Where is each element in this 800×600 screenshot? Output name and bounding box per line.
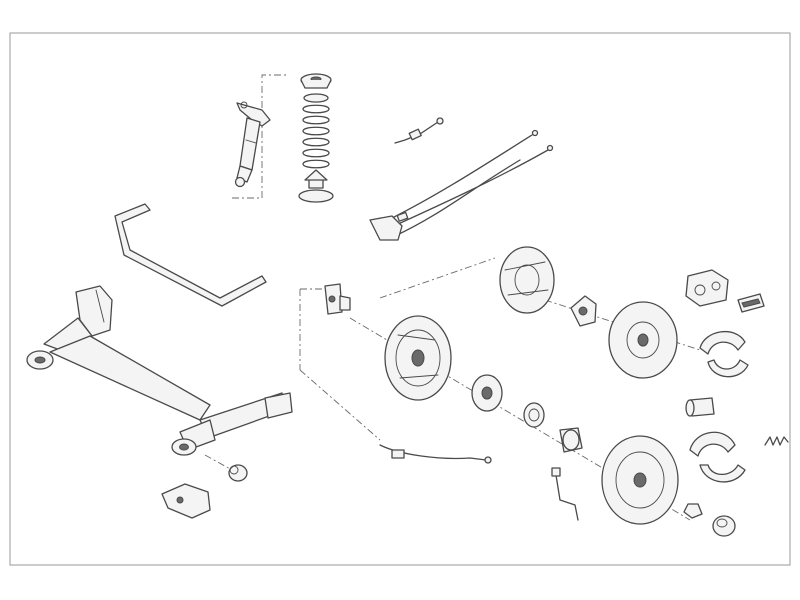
brake-pipe xyxy=(551,467,579,521)
axle-bushing xyxy=(228,464,248,482)
diagram-frame xyxy=(9,32,791,566)
rear-axle-beam xyxy=(26,285,293,456)
grease-cap xyxy=(712,515,736,537)
wheel-cylinder xyxy=(685,397,715,417)
brake-drum xyxy=(601,435,679,525)
coil-spring-assembly xyxy=(298,73,334,203)
abs-ring xyxy=(471,374,503,412)
return-spring xyxy=(764,436,789,446)
hub-nut xyxy=(683,503,703,519)
brake-backing-plate xyxy=(384,315,452,401)
dust-shield xyxy=(499,246,555,314)
brake-disc xyxy=(608,301,678,379)
stub-axle xyxy=(324,283,351,315)
stabilizer-bar xyxy=(114,203,267,307)
hub-nut-flange xyxy=(559,427,583,453)
mounting-bracket xyxy=(161,483,211,519)
brake-caliper xyxy=(685,269,729,307)
brake-pads xyxy=(737,293,765,313)
wheel-hub xyxy=(570,295,597,327)
shock-absorber xyxy=(234,101,271,188)
wheel-bearing xyxy=(523,402,545,428)
handbrake-cable xyxy=(369,117,554,241)
brake-hose xyxy=(379,444,492,464)
brake-shoes xyxy=(689,330,749,483)
